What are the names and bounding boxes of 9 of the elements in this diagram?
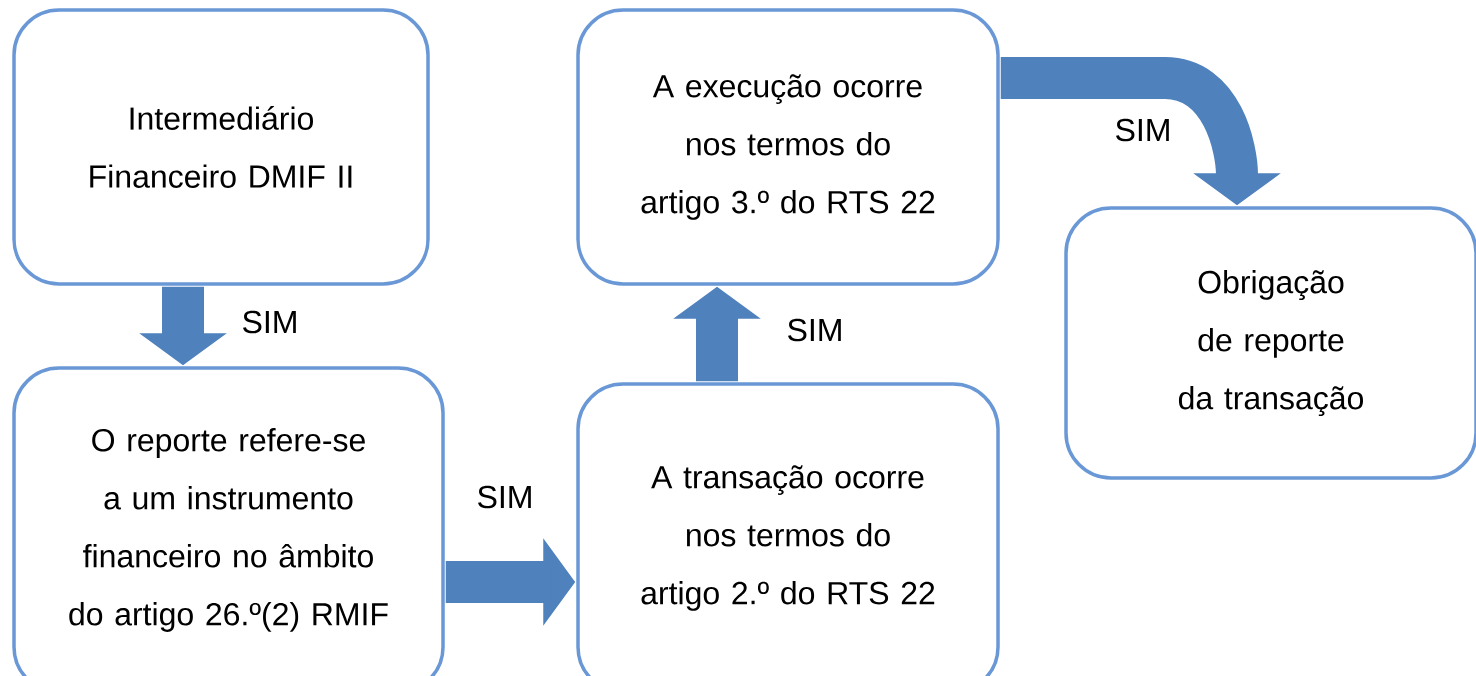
edge-label: SIM	[788, 318, 841, 342]
process-box: A execução ocorre nos termos do artigo 3.º do RTS 22	[576, 8, 1000, 286]
process-box: Obrigação de reporte da transação	[1064, 206, 1476, 480]
edge-label: SIM	[478, 485, 531, 509]
process-box: A transação ocorre nos termos do artigo 2.º do RTS 22	[576, 382, 1000, 676]
process-box: O reporte refere-se a um instrumento financeiro no âmbito do artigo 26.º(2) RMIF	[12, 366, 445, 676]
process-box: Intermediário Financeiro DMIF II	[12, 8, 430, 286]
edge-label: SIM	[243, 310, 296, 334]
edge-label: SIM	[1116, 118, 1169, 142]
